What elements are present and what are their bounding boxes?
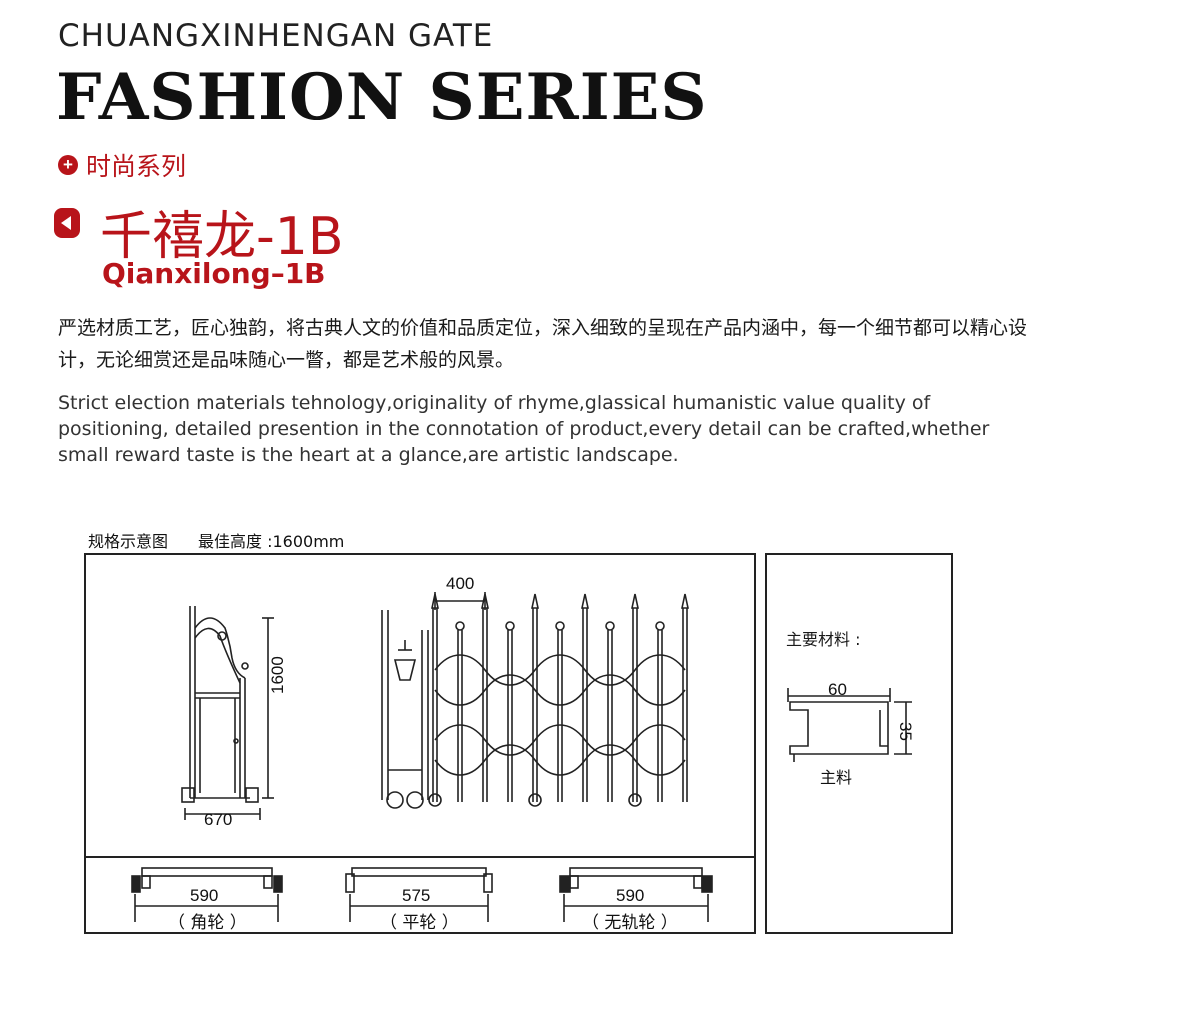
- wheel-label-3: （ 无轨轮 ）: [582, 913, 678, 933]
- material-title: 主要材料 :: [786, 630, 861, 649]
- brand-title: CHUANGXINHENGAN GATE: [58, 18, 494, 54]
- spec-height-label: 最佳高度 :1600mm: [198, 532, 345, 551]
- wheel-width-3: 590: [616, 886, 645, 905]
- spec-drawing-box: [84, 553, 756, 934]
- front-view-drawing: [381, 592, 689, 809]
- category-row: + 时尚系列: [58, 147, 186, 183]
- series-title: FASHION SERIES: [56, 60, 708, 135]
- material-section-drawing: [787, 688, 912, 762]
- description-cn: 严选材质工艺，匠心独韵，将古典人文的价值和品质定位，深入细致的呈现在产品内涵中，…: [58, 317, 1028, 371]
- wheel-label-1: （ 角轮 ）: [168, 913, 247, 933]
- wheel-width-2: 575: [402, 886, 431, 905]
- material-name: 主料: [820, 768, 853, 787]
- material-box: [765, 553, 953, 934]
- pitch-dim: 400: [446, 574, 475, 593]
- product-name-en: Qianxilong–1B: [102, 257, 326, 290]
- side-width-dim: 670: [204, 810, 233, 829]
- spec-caption-title: 规格示意图: [88, 532, 169, 551]
- plus-icon: +: [58, 155, 78, 175]
- material-height-dim: 35: [896, 722, 915, 741]
- category-label: 时尚系列: [86, 152, 187, 181]
- wheel-band: [84, 856, 756, 934]
- arrow-left-icon: [54, 208, 80, 238]
- wheel-drawings: [131, 867, 713, 922]
- product-name: 千禧龙-1B: [100, 207, 344, 267]
- side-height-dim: 1600: [268, 656, 287, 694]
- spec-caption: 规格示意图 最佳高度 :1600mm: [88, 528, 344, 552]
- description-en: Strict election materials tehnology,orig…: [58, 392, 990, 466]
- wheel-label-2: （ 平轮 ）: [380, 913, 459, 933]
- side-view-drawing: [181, 606, 274, 820]
- material-width-dim: 60: [828, 680, 847, 699]
- wheel-width-1: 590: [190, 886, 219, 905]
